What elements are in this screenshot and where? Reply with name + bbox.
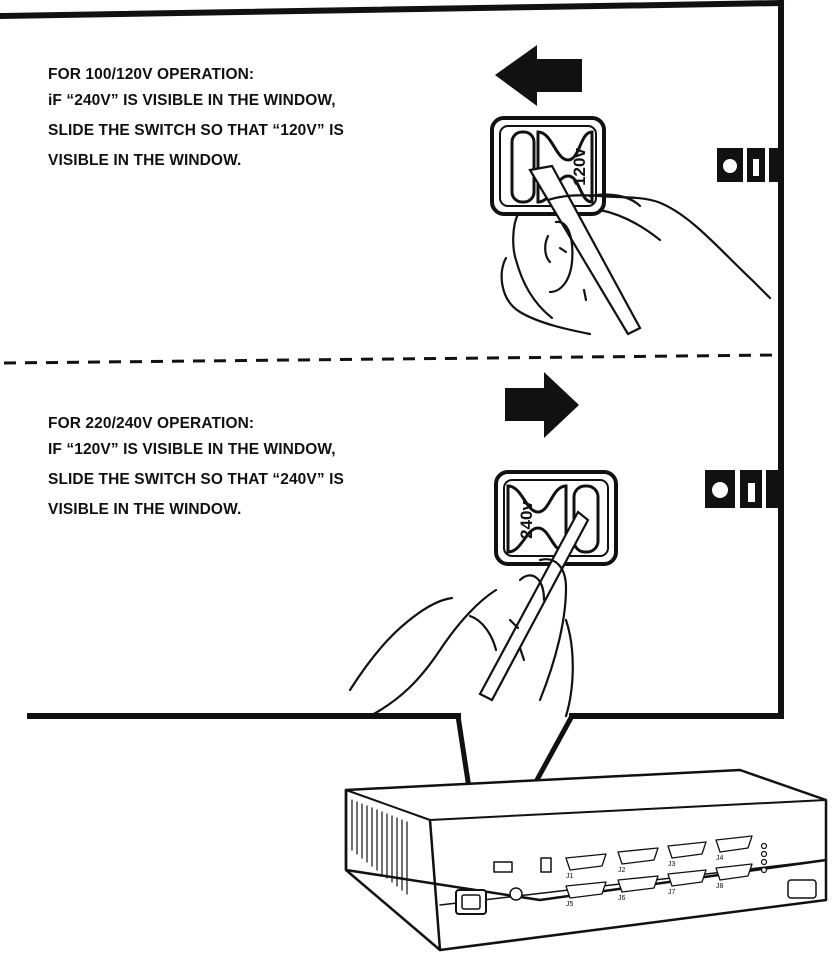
instruction-heading: FOR 220/240V OPERATION: — [48, 415, 344, 433]
instruction-220-240v: FOR 220/240V OPERATION: IF “120V” IS VIS… — [48, 415, 344, 531]
voltage-switch-bottom — [496, 472, 616, 564]
port-label: J8 — [716, 883, 724, 890]
instruction-heading: FOR 100/120V OPERATION: — [48, 66, 344, 84]
switch-label-top: 120v — [570, 148, 589, 186]
terminal-device — [346, 770, 826, 950]
instruction-line: iF “240V” IS VISIBLE IN THE WINDOW, — [48, 92, 344, 110]
arrow-right-icon — [505, 372, 579, 438]
port-label: J4 — [716, 855, 724, 862]
instruction-line: SLIDE THE SWITCH SO THAT “120V” IS — [48, 122, 344, 140]
instruction-line: VISIBLE IN THE WINDOW. — [48, 501, 344, 519]
port-label: J7 — [668, 889, 676, 896]
switch-label-bottom: 240v — [517, 501, 536, 539]
brand-logo-bottom — [705, 470, 778, 508]
port-label: J3 — [668, 861, 676, 868]
instruction-100-120v: FOR 100/120V OPERATION: iF “240V” IS VIS… — [48, 66, 344, 182]
instruction-line: VISIBLE IN THE WINDOW. — [48, 152, 344, 170]
port-label: J2 — [618, 867, 626, 874]
instruction-line: SLIDE THE SWITCH SO THAT “240V” IS — [48, 471, 344, 489]
port-label: J1 — [566, 873, 574, 880]
brand-logo-top — [717, 148, 779, 182]
section-divider — [4, 355, 778, 363]
instruction-line: IF “120V” IS VISIBLE IN THE WINDOW, — [48, 441, 344, 459]
port-label: J6 — [618, 895, 626, 902]
arrow-left-icon — [495, 45, 582, 106]
hand-with-pen-top — [502, 166, 770, 334]
port-label: J5 — [566, 901, 574, 908]
